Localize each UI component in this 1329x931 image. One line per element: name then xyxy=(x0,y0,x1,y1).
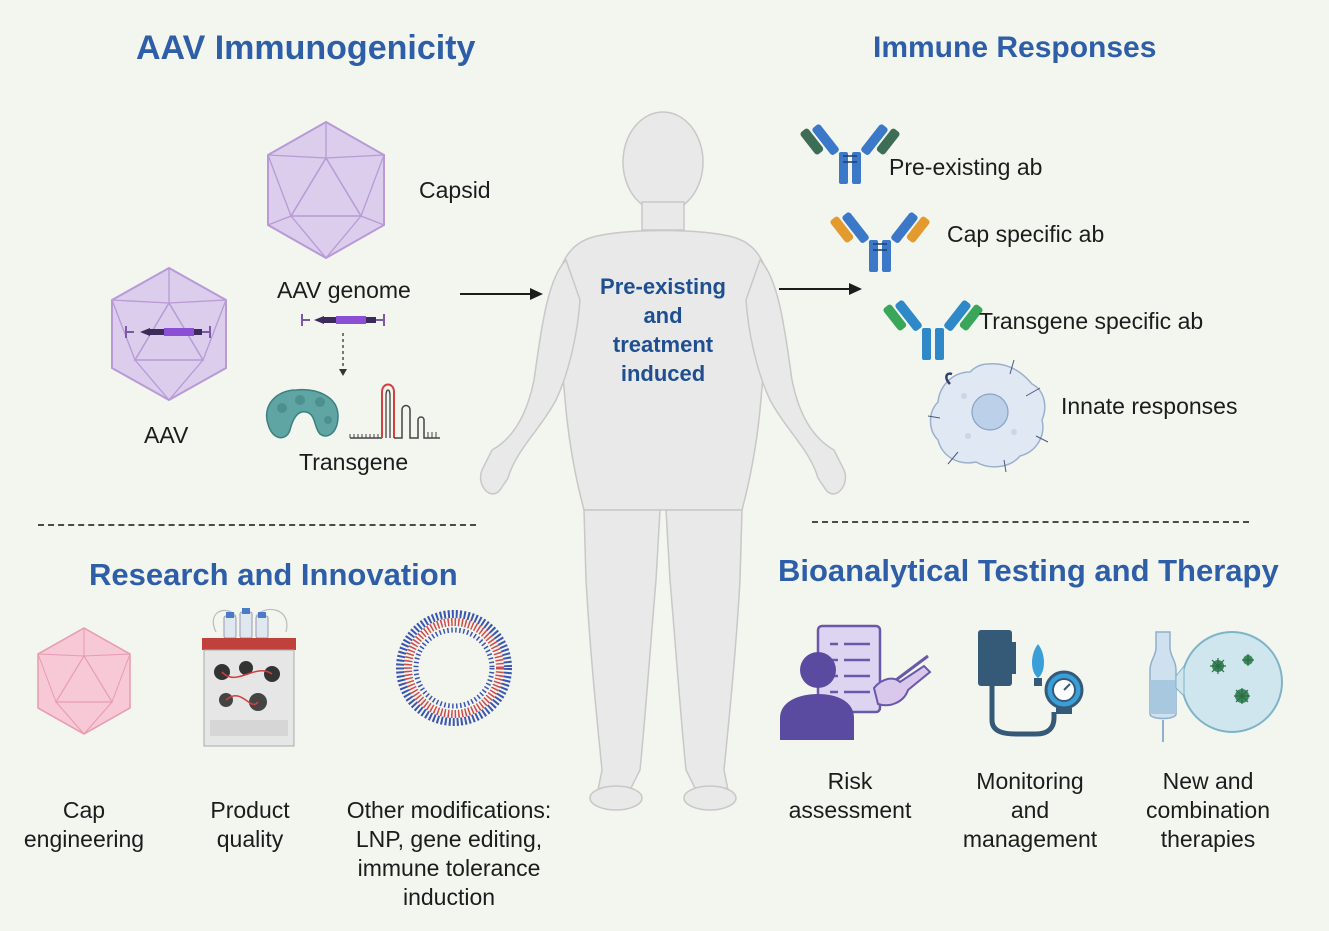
product-quality-icon xyxy=(202,608,296,747)
center-line-2: and xyxy=(643,303,683,328)
monitoring-icon xyxy=(978,630,1084,737)
research-item-product-quality: Product quality xyxy=(186,796,314,854)
product-quality-line-1: Product xyxy=(210,797,290,823)
arrow-to-body xyxy=(460,288,543,300)
monitoring-line-2: and xyxy=(1010,797,1050,823)
transgene-label: Transgene xyxy=(299,449,409,475)
aav-genome-label: AAV genome xyxy=(277,277,411,303)
divider-left xyxy=(38,524,476,526)
pre-existing-ab-label: Pre-existing ab xyxy=(889,154,1043,180)
protein-icon xyxy=(265,388,339,439)
mrna-icon xyxy=(349,383,440,439)
capsid-label: Capsid xyxy=(419,177,491,203)
other-mods-line-2: LNP, gene editing, xyxy=(355,826,543,852)
center-line-4: induced xyxy=(620,361,706,386)
monitoring-line-3: management xyxy=(962,826,1098,852)
risk-assessment-icon xyxy=(780,624,932,740)
research-item-other-modifications: Other modifications: LNP, gene editing, … xyxy=(330,796,568,912)
capsid-icon xyxy=(267,120,385,260)
other-mods-line-4: induction xyxy=(402,884,496,910)
product-quality-line-2: quality xyxy=(216,826,284,852)
cap-specific-ab-label: Cap specific ab xyxy=(947,221,1105,247)
cap-engineering-line-2: engineering xyxy=(23,826,145,852)
innate-cell-icon xyxy=(927,359,1049,473)
cap-engineering-line-1: Cap xyxy=(62,797,106,823)
other-mods-line-1: Other modifications: xyxy=(346,797,552,823)
transgene-specific-antibody-icon xyxy=(883,300,983,360)
other-mods-line-3: immune tolerance xyxy=(357,855,541,881)
human-body-icon xyxy=(479,111,847,811)
aav-label: AAV xyxy=(144,422,189,448)
bio-item-risk: Risk assessment xyxy=(770,767,930,825)
aav-icon xyxy=(111,266,227,402)
divider-right xyxy=(812,521,1249,523)
monitoring-line-1: Monitoring xyxy=(976,768,1084,794)
center-line-1: Pre-existing xyxy=(600,274,726,299)
new-therapies-icon xyxy=(1149,631,1283,742)
cap-specific-antibody-icon xyxy=(830,212,930,272)
innate-responses-label: Innate responses xyxy=(1061,393,1238,419)
aav-genome-icon xyxy=(301,314,385,326)
heading-bioanalytical: Bioanalytical Testing and Therapy xyxy=(778,553,1279,588)
heading-aav-immunogenicity: AAV Immunogenicity xyxy=(136,29,476,67)
transgene-specific-ab-label: Transgene specific ab xyxy=(979,308,1204,334)
heading-immune-responses: Immune Responses xyxy=(873,31,1157,64)
heading-research-innovation: Research and Innovation xyxy=(89,557,458,592)
center-line-3: treatment xyxy=(612,332,714,357)
bio-item-monitoring: Monitoring and management xyxy=(946,767,1114,854)
risk-line-1: Risk xyxy=(827,768,873,794)
research-item-cap-engineering: Cap engineering xyxy=(14,796,154,854)
genome-down-arrow xyxy=(339,333,347,376)
new-therapies-line-3: therapies xyxy=(1160,826,1256,852)
risk-line-2: assessment xyxy=(788,797,912,823)
arrow-to-immune xyxy=(779,283,862,295)
center-text: Pre-existing and treatment induced xyxy=(563,272,763,388)
lnp-icon xyxy=(396,610,512,726)
cap-engineering-icon xyxy=(37,627,131,735)
new-therapies-line-1: New and xyxy=(1162,768,1254,794)
bio-item-new-therapies: New and combination therapies xyxy=(1128,767,1288,854)
new-therapies-line-2: combination xyxy=(1145,797,1271,823)
pre-existing-antibody-icon xyxy=(800,124,900,184)
